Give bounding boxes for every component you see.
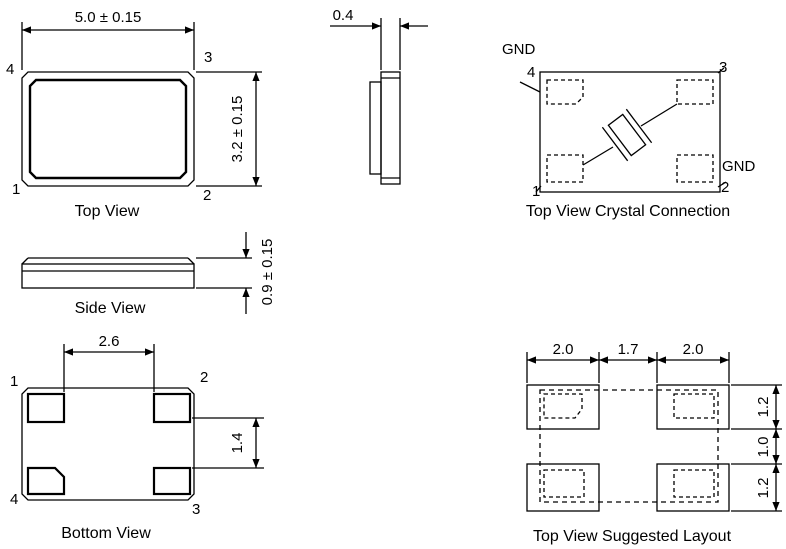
side-height-dim: 0.9 ± 0.15: [259, 239, 276, 306]
layout-view: [526, 352, 782, 512]
crystal-gnd-right: GND: [722, 158, 756, 175]
bottom-view-caption: Bottom View: [61, 525, 151, 542]
bottom-pitch-dim: 2.6: [99, 333, 120, 350]
top-view-caption: Top View: [75, 203, 140, 220]
bottom-pad-3: [152, 466, 192, 496]
top-width-dim: 5.0 ± 0.15: [75, 9, 142, 26]
layout-dim-right-top: 1.2: [755, 397, 772, 418]
crystal-view: [519, 67, 727, 193]
crystal-symbol: [601, 108, 653, 162]
thin-side-width-dim: 0.4: [333, 7, 354, 24]
crystal-gnd-top: GND: [502, 41, 536, 58]
top-view-body: [21, 71, 195, 187]
bottom-pin-2: 2: [200, 369, 208, 386]
bottom-pin-4: 4: [10, 491, 18, 508]
bottom-view: [21, 344, 264, 501]
top-view: [21, 22, 262, 187]
layout-dim-right-bottom: 1.2: [755, 478, 772, 499]
top-pin-1: 1: [12, 181, 20, 198]
top-view-lid: [28, 78, 188, 180]
side-view-caption: Side View: [75, 300, 146, 317]
top-pin-3: 3: [204, 49, 212, 66]
bottom-pad-4: [26, 466, 66, 496]
layout-dim-top-left: 2.0: [553, 341, 574, 358]
crystal-pad-2: [676, 154, 714, 183]
crystal-pad-3: [676, 79, 714, 105]
crystal-body: [539, 71, 721, 193]
bottom-pin-3: 3: [192, 501, 200, 518]
crystal-pin-2: 2: [721, 179, 729, 196]
thin-side-view: [330, 18, 428, 185]
crystal-pin-4: 4: [527, 64, 535, 81]
layout-view-caption: Top View Suggested Layout: [533, 528, 732, 545]
side-view: [21, 232, 252, 314]
crystal-pin-1: 1: [532, 183, 540, 200]
bottom-pad-2: [152, 392, 192, 424]
bottom-pin-1: 1: [10, 373, 18, 390]
layout-outline: [539, 389, 719, 503]
layout-dim-top-right: 2.0: [683, 341, 704, 358]
crystal-view-caption: Top View Crystal Connection: [526, 203, 730, 220]
top-pin-4: 4: [6, 61, 14, 78]
layout-land-3: [526, 463, 600, 512]
crystal-pad-1: [546, 154, 584, 183]
layout-land-2: [656, 384, 730, 430]
bottom-pad-1: [26, 392, 66, 424]
layout-dim-top-mid: 1.7: [618, 341, 639, 358]
top-pin-2: 2: [203, 187, 211, 204]
layout-dim-right-mid: 1.0: [755, 437, 772, 458]
bottom-pad-dim: 1.4: [229, 433, 246, 454]
layout-land-4: [656, 463, 730, 512]
layout-land-1: [526, 384, 600, 430]
crystal-pin-3: 3: [719, 59, 727, 76]
top-height-dim: 3.2 ± 0.15: [229, 96, 246, 163]
bottom-view-body: [21, 387, 195, 501]
crystal-pad-4: [546, 79, 584, 105]
